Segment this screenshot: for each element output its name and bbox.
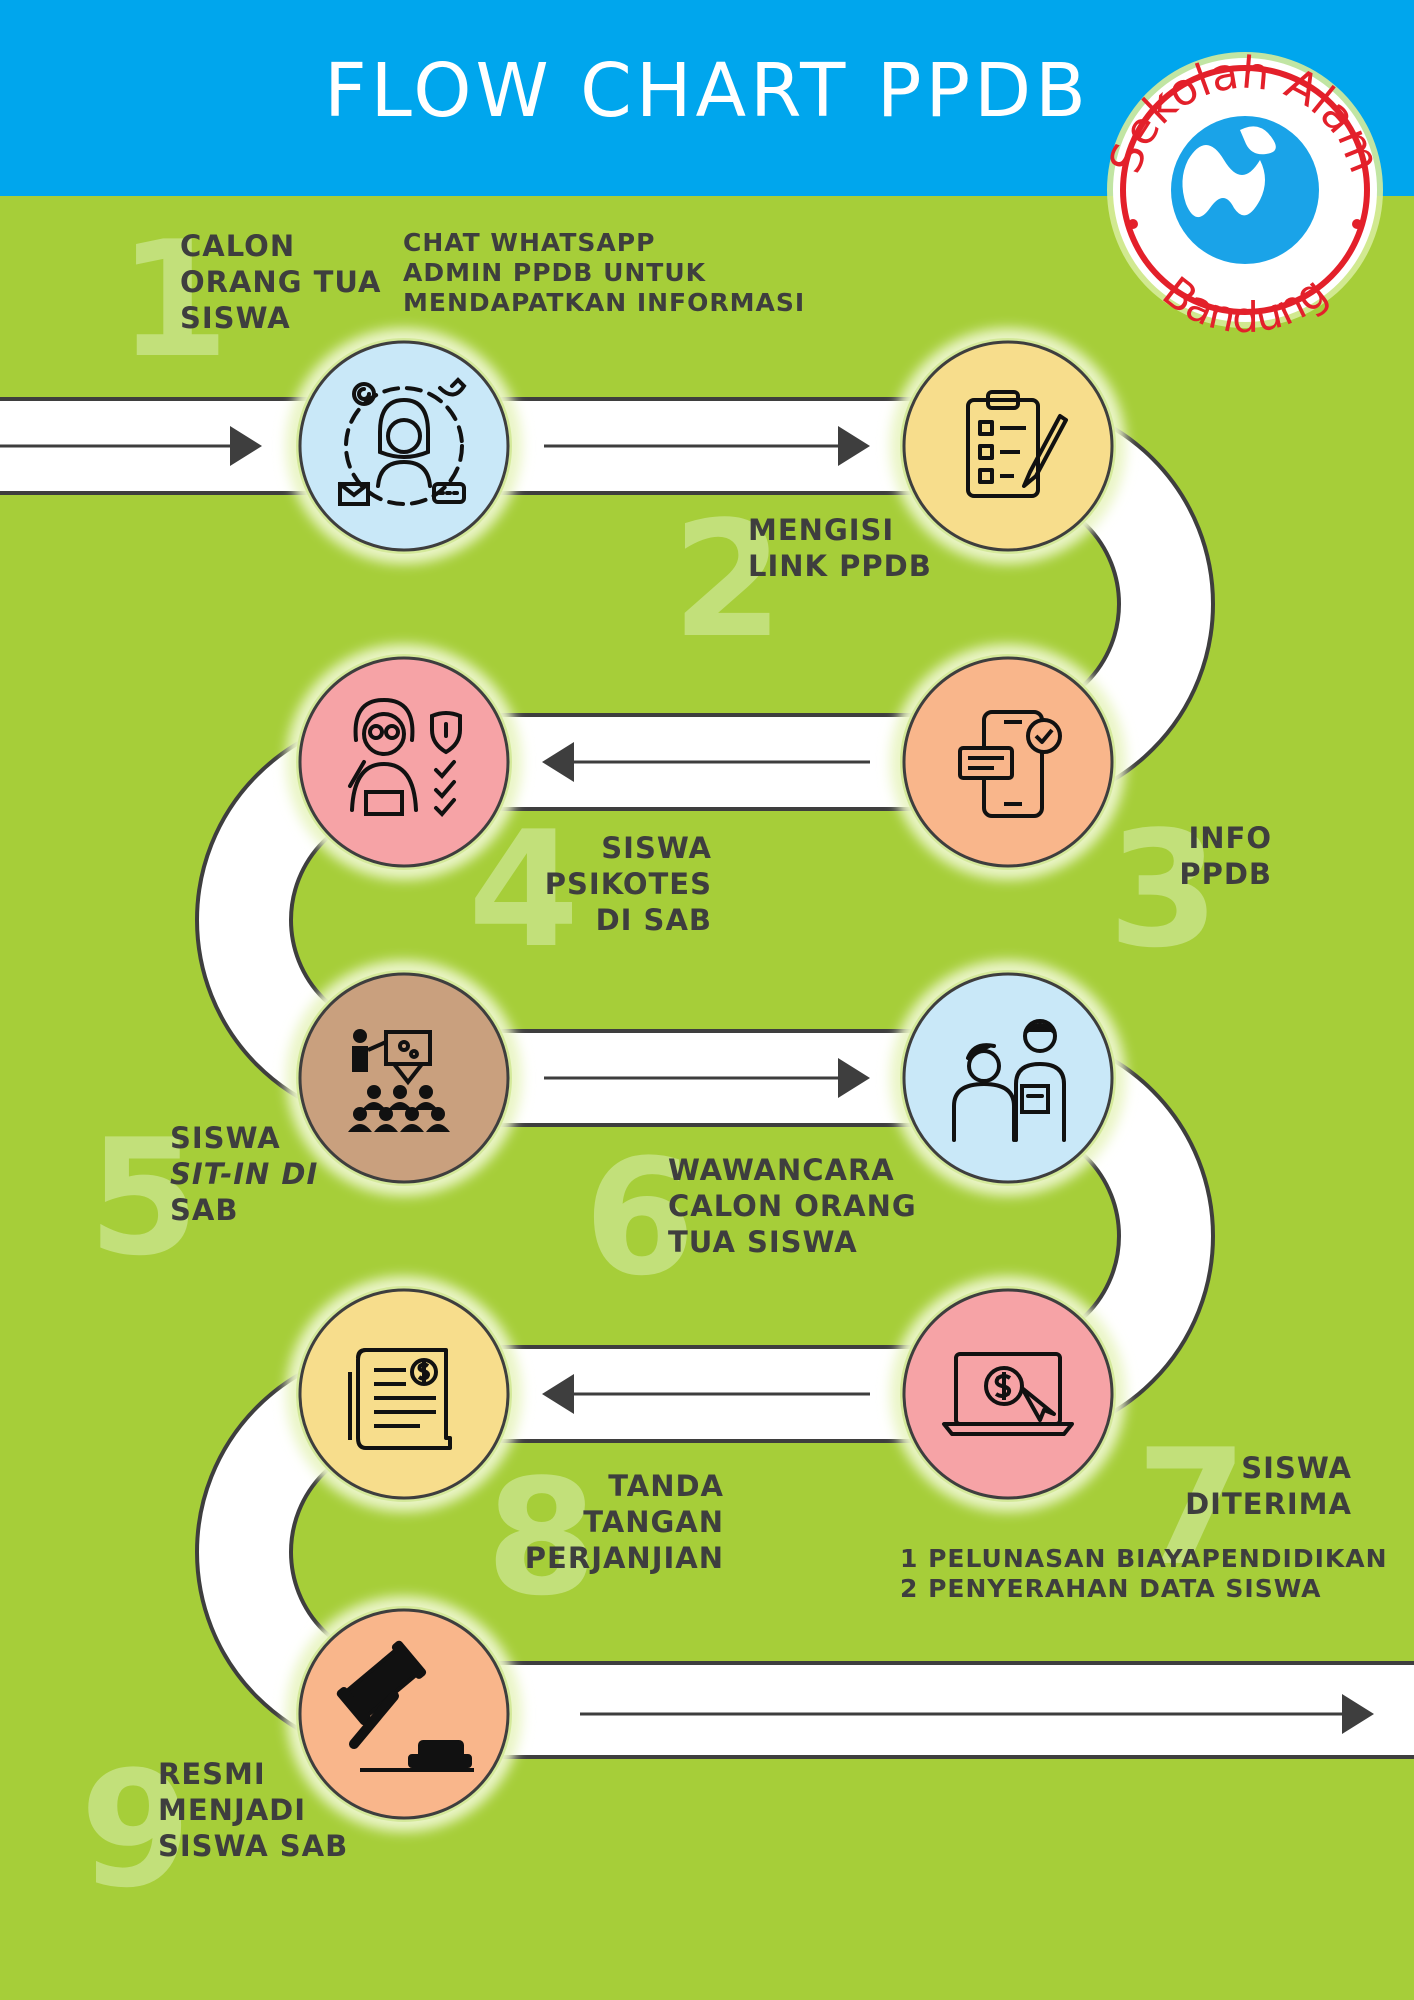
label-line: WAWANCARA [668,1153,895,1187]
step-number-2: 2 [672,486,784,673]
contact-person-icon [338,377,467,506]
step-number-8: 8 [486,1444,598,1631]
step-label-7: SISWA DITERIMA [1100,1450,1352,1522]
page-title: FLOW CHART PPDB [324,48,1090,134]
step-label-9: RESMI MENJADI SISWA SAB [158,1756,348,1864]
note-line: ADMIN PPDB UNTUK [403,258,707,287]
label-line: MENJADI [158,1793,307,1827]
step-circle-1 [286,328,522,564]
label-line: TUA SISWA [668,1225,858,1259]
step-number-5: 5 [88,1104,200,1291]
label-line: SISWA [180,301,291,335]
label-line: SAB [170,1193,239,1227]
arrow-3 [542,742,870,782]
step-label-8: TANDA TANGAN PERJANJIAN [500,1468,724,1576]
checklist-form-icon [966,390,1068,498]
label-line: PERJANJIAN [524,1541,724,1575]
classroom-presentation-icon [348,1029,450,1132]
note-line: MENDAPATKAN INFORMASI [403,288,806,317]
step-circle-9 [286,1596,522,1832]
label-line: CALON ORANG [668,1189,917,1223]
step-number-1: 1 [118,206,230,393]
label-line: PPDB [1179,857,1272,891]
school-logo: Sekolah Alam Bandung [1100,47,1390,342]
label-line: SISWA SAB [158,1829,349,1863]
step-label-3: INFO PPDB [1120,820,1272,892]
step-label-4: SISWA PSIKOTES DI SAB [480,830,712,938]
label-line: TANGAN [583,1505,724,1539]
contract-scroll-icon [348,1348,452,1450]
label-line: INFO [1188,821,1272,855]
arrow-1 [0,426,262,466]
label-line: SIT-IN DI [170,1157,319,1191]
step-label-5: SISWA SIT-IN DI SAB [170,1120,318,1228]
label-line: DI SAB [595,903,712,937]
step-note-7: 1 PELUNASAN BIAYAPENDIDIKAN 2 PENYERAHAN… [900,1544,1388,1604]
step-number-6: 6 [584,1124,696,1311]
step-circle-4 [286,644,522,880]
label-line: MENGISI [748,513,895,547]
online-payment-icon [942,1352,1074,1436]
note-line: CHAT WHATSAPP [403,228,656,257]
note-line: 1 PELUNASAN BIAYAPENDIDIKAN [900,1544,1388,1573]
label-line: DITERIMA [1185,1487,1352,1521]
note-line: 2 PENYERAHAN DATA SISWA [900,1574,1322,1603]
label-line: CALON [180,229,296,263]
label-line: ORANG TUA [180,265,382,299]
arrow-6 [580,1694,1374,1734]
arrow-4 [544,1058,870,1098]
label-line: TANDA [608,1469,724,1503]
label-line: LINK PPDB [748,549,932,583]
label-line: SISWA [170,1121,281,1155]
smartphone-check-icon [958,710,1062,818]
interview-icon [952,1019,1066,1142]
step-circle-2 [890,328,1126,564]
step-number-9: 9 [80,1736,192,1923]
label-line: PSIKOTES [544,867,712,901]
label-line: SISWA [1241,1451,1352,1485]
step-label-6: WAWANCARA CALON ORANG TUA SISWA [668,1152,917,1260]
label-line: SISWA [601,831,712,865]
step-number-7: 7 [1136,1414,1248,1601]
step-circle-6 [890,960,1126,1196]
gavel-icon [336,1640,474,1772]
step-number-3: 3 [1108,796,1220,983]
arrow-5 [542,1374,870,1414]
step-label-1: CALON ORANG TUA SISWA [180,228,381,336]
step-note-1: CHAT WHATSAPP ADMIN PPDB UNTUK MENDAPATK… [403,228,805,318]
label-line: RESMI [158,1757,266,1791]
arrow-2 [544,426,870,466]
test-taker-icon [348,697,462,817]
step-label-2: MENGISI LINK PPDB [748,512,932,584]
step-circle-8 [286,1276,522,1512]
